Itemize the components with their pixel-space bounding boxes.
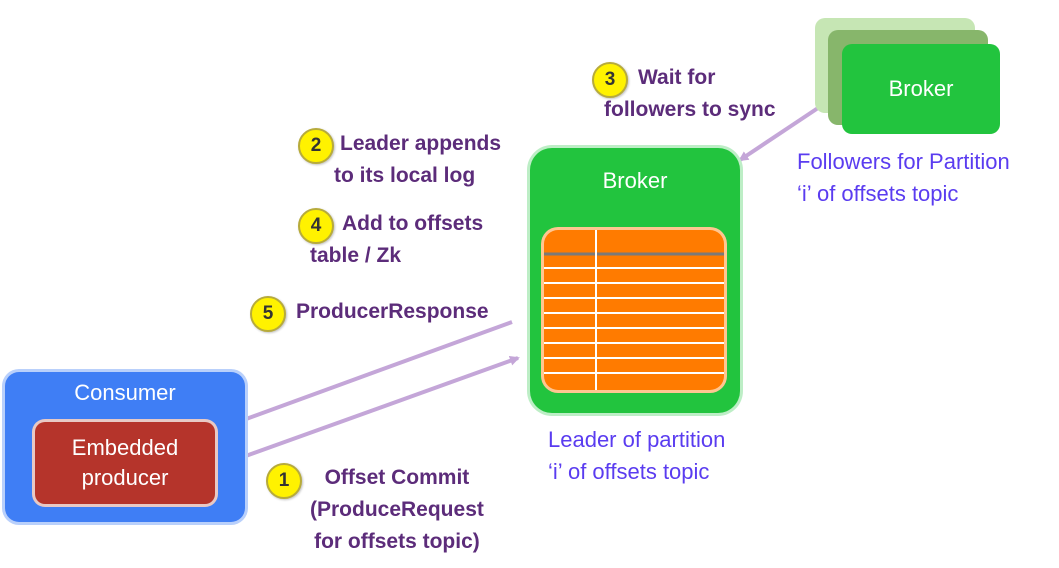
step-4-line1: Add to offsets [342,212,484,235]
step-5-label: ProducerResponse [296,296,489,328]
follower-broker-title: Broker [888,76,954,101]
leader-broker-box: Broker [530,148,740,413]
step-1-badge: 1 [266,463,302,499]
step-5-badge: 5 [250,296,286,332]
follower-caption: Followers for Partition ‘i’ of offsets t… [797,146,1010,210]
step-3-label: Wait for followers to sync [604,62,776,126]
embedded-producer-box: Embedded producer [35,422,215,504]
producer-label-line2: producer [81,465,169,490]
step-2-line2: to its local log [334,164,476,187]
follower-caption-line1: Followers for Partition [797,149,1010,174]
producer-label-line1: Embedded [71,435,179,460]
arrow-produce-request [217,356,520,468]
step-4-badge: 4 [298,208,334,244]
step-2-label: Leader appends to its local log [334,128,502,192]
local-log-table [544,230,724,390]
step-2-badge: 2 [298,128,334,164]
step-3-line2: followers to sync [604,98,776,121]
leader-broker-title: Broker [602,168,668,193]
step-4-label: Add to offsets table / Zk [310,208,483,272]
arrow-producer-response [192,320,513,440]
leader-caption-line1: Leader of partition [548,427,726,452]
consumer-title: Consumer [74,380,176,405]
log-grid [544,230,724,390]
leader-caption-line2: ‘i’ of offsets topic [548,459,710,484]
follower-caption-line2: ‘i’ of offsets topic [797,181,959,206]
step-2-line1: Leader appends [340,132,502,155]
step-1-line2: (ProduceRequest [310,498,484,521]
step-1-line3: for offsets topic) [314,530,480,553]
step-1-label: Offset Commit (ProduceRequest for offset… [310,462,484,558]
consumer-box: Consumer Embedded producer [5,372,245,522]
step-1-line1: Offset Commit [324,466,470,489]
step-4-line2: table / Zk [310,244,402,267]
step-5-line1: ProducerResponse [296,300,489,323]
follower-broker-box: Broker [842,44,1000,134]
step-3-line1: Wait for [638,66,716,89]
leader-caption: Leader of partition ‘i’ of offsets topic [548,424,725,488]
step-3-badge: 3 [592,62,628,98]
